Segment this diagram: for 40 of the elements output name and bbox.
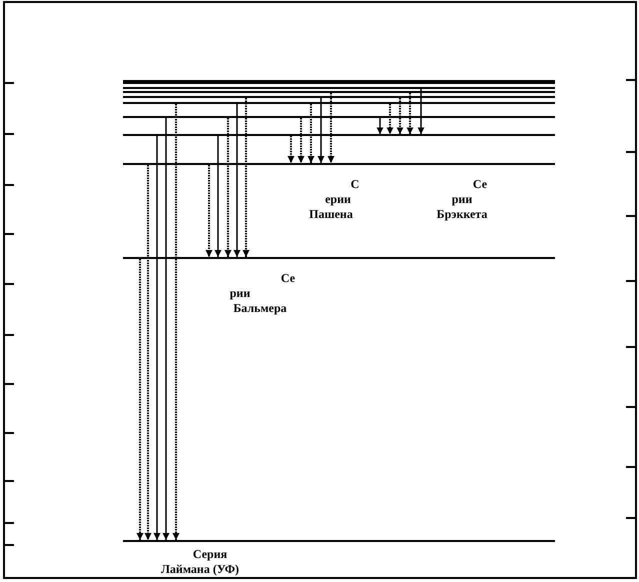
transition-arrow [224, 118, 232, 257]
transition-arrow [172, 104, 180, 540]
energy-level-line [123, 257, 555, 259]
series-label: Лаймана (УФ) [160, 562, 240, 577]
transition-arrow [288, 136, 294, 163]
series-label: Се [472, 177, 488, 192]
energy-level-line [123, 540, 555, 542]
energy-level-line [123, 102, 555, 104]
transition-arrow [406, 93, 414, 134]
transition-arrow [242, 98, 250, 257]
series-label: ерии [325, 192, 351, 207]
energy-level-line [123, 91, 555, 93]
series-label: Бальмера [233, 301, 287, 316]
energy-level-line [123, 87, 555, 89]
transition-arrow [136, 259, 144, 540]
transition-arrow [318, 98, 324, 163]
series-label: рии [452, 192, 472, 207]
energy-level-line [123, 134, 555, 136]
transition-arrow [308, 104, 314, 163]
transition-arrow [214, 136, 222, 257]
transition-arrow [298, 118, 304, 163]
transition-arrow [206, 165, 212, 257]
series-label: Серия [192, 547, 228, 562]
transition-arrow [418, 89, 424, 134]
energy-level-line [123, 96, 555, 98]
series-label: Брэккета [436, 207, 488, 222]
transition-arrow [396, 98, 404, 134]
energy-level-line [123, 116, 555, 118]
transition-arrow [328, 93, 334, 163]
series-label: рии [230, 286, 250, 301]
transition-arrow [154, 136, 160, 540]
series-label: С [350, 177, 360, 192]
transition-arrow [144, 165, 152, 540]
transition-arrow [234, 104, 240, 257]
energy-level-line [123, 163, 555, 165]
transition-arrow [386, 104, 394, 134]
transition-arrow [376, 118, 384, 134]
transition-arrow [162, 118, 170, 540]
series-label: Пашена [309, 207, 353, 222]
series-label: Се [280, 271, 296, 286]
